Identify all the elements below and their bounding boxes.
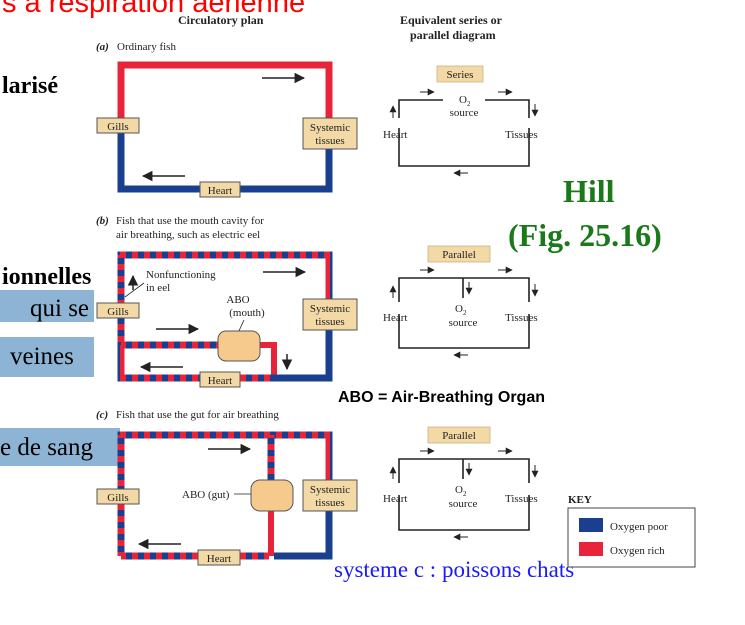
key-legend: KEY Oxygen poor Oxygen rich bbox=[567, 494, 696, 568]
key-box bbox=[567, 507, 696, 568]
panel-b-gills-text: Gills bbox=[107, 306, 128, 318]
panel-b-nonfunctioning-line2: in eel bbox=[146, 282, 170, 294]
key-label-oxygen-poor: Oxygen poor bbox=[610, 521, 668, 533]
header-equivalent-line1: Equivalent series or bbox=[400, 13, 503, 27]
key-swatch-oxygen-rich bbox=[579, 542, 603, 556]
panel-c: (c) Fish that use the gut for air breath… bbox=[96, 409, 358, 566]
equivalent-b-badge bbox=[427, 245, 491, 263]
abo-definition: ABO = Air-Breathing Organ bbox=[338, 389, 545, 406]
panel-b-systemic-label bbox=[302, 298, 358, 331]
equivalent-b: Parallel O2 source Heart Tissues bbox=[383, 245, 539, 359]
panel-c-heart-label bbox=[197, 549, 241, 566]
panel-b: (b) Fish that use the mouth cavity for a… bbox=[96, 215, 358, 388]
equivalent-c-badge bbox=[427, 426, 491, 444]
panel-c-heart-text: Heart bbox=[207, 553, 231, 565]
panel-a-systemic-label bbox=[302, 117, 358, 150]
left-text-2: ionnelles bbox=[2, 264, 91, 290]
panel-b-letter: (b) bbox=[96, 215, 109, 227]
left-text-5: e de sang bbox=[0, 434, 94, 461]
panel-b-abo-mouth-organ bbox=[217, 330, 261, 362]
panel-a-oxygen-rich-vessel bbox=[117, 61, 333, 126]
panel-b-systemic-line1: Systemic bbox=[310, 303, 350, 315]
side-box-1 bbox=[0, 290, 94, 322]
equivalent-a-heart: Heart bbox=[383, 129, 407, 141]
panel-c-gills-text: Gills bbox=[107, 492, 128, 504]
equivalent-a-tissues: Tissues bbox=[505, 129, 538, 141]
panel-b-title-line2: air breathing, such as electric eel bbox=[116, 229, 260, 241]
panel-c-systemic-line2: tissues bbox=[315, 497, 344, 509]
panel-a-oxygen-poor-vessel bbox=[117, 126, 333, 193]
panel-b-oxygen-rich-vessel bbox=[259, 342, 277, 375]
slide-title-fragment: s à respiration aérienne bbox=[2, 0, 305, 19]
panel-a-gills-text: Gills bbox=[107, 121, 128, 133]
left-text-1: larisé bbox=[2, 73, 58, 99]
left-text-3: qui se bbox=[30, 295, 89, 322]
panel-c-title: Fish that use the gut for air breathing bbox=[116, 409, 279, 421]
caption: systeme c : poissons chats bbox=[334, 557, 574, 582]
equivalent-c-badge-text: Parallel bbox=[442, 430, 476, 442]
equivalent-b-circuit bbox=[398, 277, 530, 349]
panel-c-letter: (c) bbox=[96, 409, 108, 421]
header-circulatory-plan: Circulatory plan bbox=[178, 13, 264, 27]
panel-c-systemic-label bbox=[302, 479, 358, 512]
equivalent-c-circuit bbox=[398, 458, 530, 531]
panel-b-systemic-line2: tissues bbox=[315, 316, 344, 328]
equivalent-a-o2-box bbox=[443, 93, 485, 117]
panel-a: (a) Ordinary fish Gills Systemic tissues… bbox=[96, 41, 358, 198]
panel-a-gills-label bbox=[96, 117, 140, 134]
equivalent-c-heart: Heart bbox=[383, 493, 407, 505]
left-text-4: veines bbox=[10, 343, 74, 370]
equivalent-a: Series O2 source Heart Tissues bbox=[383, 65, 539, 177]
panel-b-nonfunctioning-line1: Nonfunctioning bbox=[146, 269, 216, 281]
hill-reference-line2: (Fig. 25.16) bbox=[508, 217, 662, 253]
panel-a-systemic-line2: tissues bbox=[315, 135, 344, 147]
equivalent-a-source: source bbox=[450, 107, 479, 119]
panel-a-heart-label bbox=[199, 181, 241, 198]
panel-b-oxygen-poor-vessel bbox=[274, 330, 333, 382]
key-swatch-oxygen-poor bbox=[579, 518, 603, 532]
equivalent-a-badge bbox=[436, 65, 484, 83]
panel-a-systemic-line1: Systemic bbox=[310, 122, 350, 134]
panel-b-heart-text: Heart bbox=[208, 375, 232, 387]
equivalent-b-o2: O2 bbox=[455, 303, 467, 317]
side-box-2 bbox=[0, 337, 94, 377]
panel-a-letter: (a) bbox=[96, 41, 109, 53]
panel-b-heart-label bbox=[199, 371, 241, 388]
panel-b-gills-label bbox=[96, 302, 140, 319]
equivalent-c: Parallel O2 source Heart Tissues bbox=[383, 426, 539, 541]
header-equivalent-line2: parallel diagram bbox=[410, 28, 496, 42]
equivalent-a-o2: O2 bbox=[459, 94, 471, 108]
panel-c-abo-gut-organ bbox=[250, 479, 294, 512]
panel-c-gills-label bbox=[96, 488, 140, 505]
equivalent-c-source: source bbox=[449, 498, 478, 510]
panel-b-title-line1: Fish that use the mouth cavity for bbox=[116, 215, 264, 227]
side-box-3 bbox=[0, 428, 120, 466]
equivalent-c-tissues: Tissues bbox=[505, 493, 538, 505]
panel-a-title: Ordinary fish bbox=[117, 41, 176, 53]
equivalent-b-source: source bbox=[449, 317, 478, 329]
panel-b-nonfunctioning-pointer bbox=[124, 282, 145, 298]
hill-reference-line1: Hill bbox=[563, 173, 615, 209]
equivalent-b-heart: Heart bbox=[383, 312, 407, 324]
key-title: KEY bbox=[568, 494, 592, 506]
equivalent-a-badge-text: Series bbox=[447, 69, 474, 81]
panel-c-abo-label: ABO (gut) bbox=[182, 489, 230, 501]
panel-b-abo-line2: (mouth) bbox=[229, 307, 265, 319]
panel-b-abo-line1: ABO bbox=[226, 294, 249, 306]
panel-a-heart-text: Heart bbox=[208, 185, 232, 197]
equivalent-c-o2: O2 bbox=[455, 484, 467, 498]
panel-c-oxygen-poor-vessel bbox=[274, 510, 333, 560]
equivalent-b-tissues: Tissues bbox=[505, 312, 538, 324]
key-label-oxygen-rich: Oxygen rich bbox=[610, 545, 665, 557]
equivalent-b-badge-text: Parallel bbox=[442, 249, 476, 261]
panel-c-systemic-line1: Systemic bbox=[310, 484, 350, 496]
